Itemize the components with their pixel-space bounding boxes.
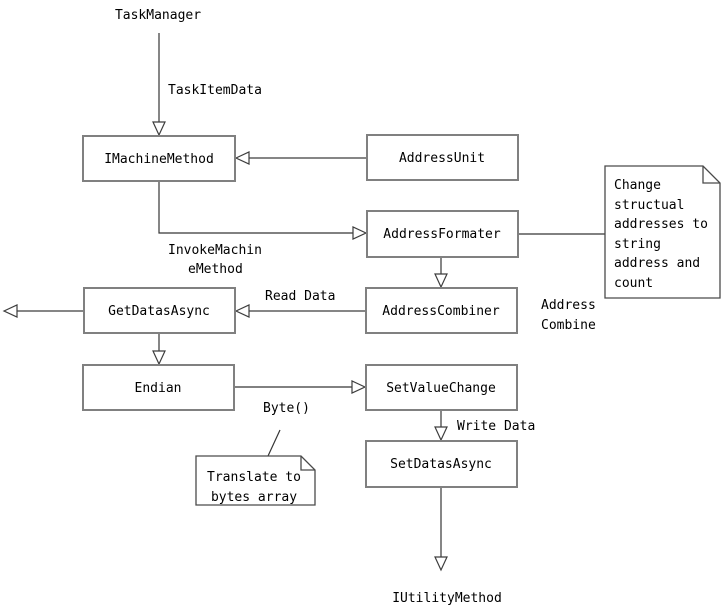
note-change-line: Change: [614, 178, 661, 193]
edge-addressformater-addresscombiner: [434, 257, 448, 289]
node-taskmanager-label: TaskManager: [115, 8, 201, 23]
note-change-line: addresses to: [614, 217, 708, 232]
node-addresscombiner: AddressCombiner: [365, 287, 518, 334]
edge-getdatasasync-endian: [152, 333, 166, 366]
arrowhead-left-icon: [234, 304, 250, 318]
edge-label-taskitemdata: TaskItemData: [168, 83, 262, 98]
note-translate-pointer-line: [267, 429, 281, 457]
arrowhead-left-icon: [234, 151, 250, 165]
edge-label-addresscombine-line2: Combine: [541, 318, 596, 333]
arrowhead-down-icon: [434, 556, 448, 572]
node-getdatasasync: GetDatasAsync: [83, 287, 236, 334]
node-iutilitymethod-label: IUtilityMethod: [392, 591, 502, 606]
node-addressunit: AddressUnit: [366, 134, 519, 181]
arrowhead-down-icon: [152, 350, 166, 366]
edge-taskmanager-imachinemethod: [152, 33, 166, 137]
node-imachinemethod: IMachineMethod: [82, 135, 236, 182]
node-endian-label: Endian: [135, 381, 182, 396]
arrowhead-left-icon: [2, 304, 18, 318]
edge-addresscombiner-getdatasasync: [234, 304, 366, 318]
edge-label-invokemachinemethod-line1: InvokeMachin: [168, 243, 262, 258]
arrowhead-down-icon: [152, 121, 166, 137]
node-setdatasasync-label: SetDatasAsync: [390, 457, 492, 472]
note-change-structural: Change structual addresses to string add…: [604, 165, 721, 299]
note-fold-icon: [300, 456, 315, 471]
note-change-line: address and: [614, 256, 700, 271]
edge-setvaluechange-setdatasasync: [434, 410, 448, 442]
note-translate-line: bytes array: [211, 490, 297, 505]
arrowhead-down-icon: [434, 273, 448, 289]
node-addresscombiner-label: AddressCombiner: [382, 304, 500, 319]
node-imachinemethod-label: IMachineMethod: [104, 152, 214, 167]
edge-addressunit-imachinemethod: [234, 151, 367, 165]
edge-label-addresscombine-line1: Address: [541, 298, 596, 313]
note-change-line: string: [614, 237, 661, 252]
edge-label-writedata: Write Data: [457, 419, 535, 434]
edge-endian-setvaluechange: [234, 380, 367, 394]
note-translate-line: Translate to: [207, 470, 301, 485]
node-endian: Endian: [82, 364, 235, 411]
arrowhead-right-icon: [351, 380, 367, 394]
edge-imachinemethod-addressformater: [158, 181, 368, 240]
arrowhead-right-icon: [352, 226, 368, 240]
node-addressformater-label: AddressFormater: [383, 227, 501, 242]
node-setvaluechange-label: SetValueChange: [386, 381, 496, 396]
edge-label-byte: Byte(): [263, 401, 310, 416]
node-addressunit-label: AddressUnit: [399, 151, 485, 166]
edge-label-invokemachinemethod-line2: eMethod: [188, 262, 243, 277]
note-fold-icon: [702, 166, 720, 184]
node-getdatasasync-label: GetDatasAsync: [108, 304, 210, 319]
node-addressformater: AddressFormater: [366, 210, 519, 258]
edge-getdatasasync-external-left: [2, 304, 84, 318]
note-translate-bytes: Translate to bytes array: [195, 455, 316, 506]
note-change-line: structual: [614, 198, 684, 213]
node-setdatasasync: SetDatasAsync: [365, 440, 518, 488]
arrowhead-down-icon: [434, 426, 448, 442]
note-change-line: count: [614, 276, 653, 291]
edge-label-readdata: Read Data: [265, 289, 335, 304]
node-setvaluechange: SetValueChange: [365, 364, 518, 411]
edge-setdatasasync-iutilitymethod: [434, 487, 448, 572]
